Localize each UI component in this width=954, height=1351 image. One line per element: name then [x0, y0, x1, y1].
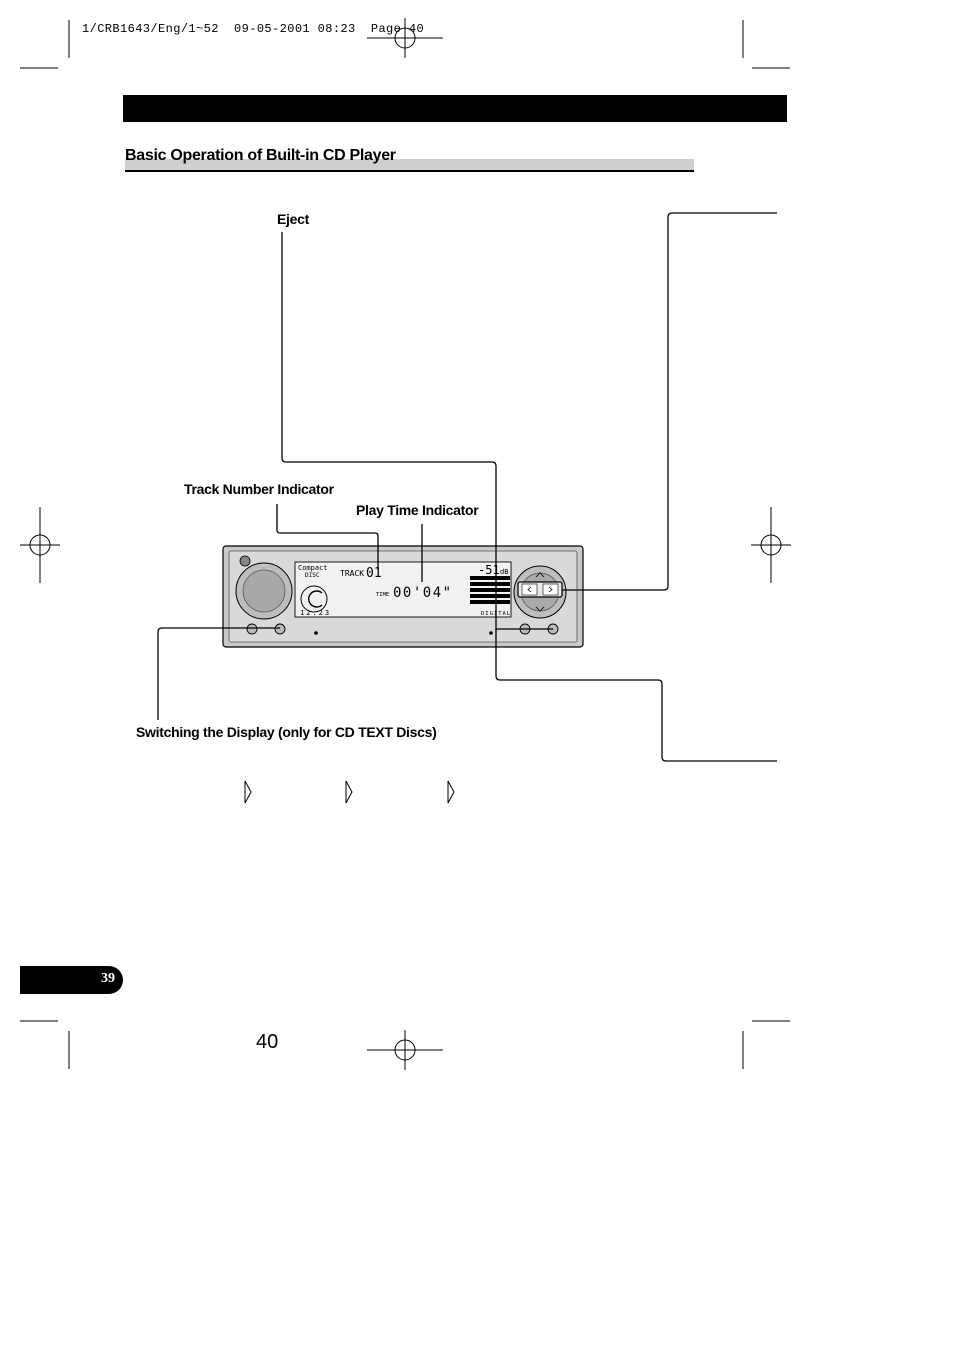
folio-number: 40 — [256, 1031, 279, 1053]
switching-display-label: Switching the Display (only for CD TEXT … — [136, 724, 437, 740]
leader-lines — [157, 212, 777, 762]
title-underline-shade — [125, 159, 694, 170]
display-sequence-arrows — [244, 780, 455, 804]
title-underline-rule — [125, 170, 694, 172]
page-tab-number: 39 — [101, 971, 115, 986]
small-knob-icon — [239, 555, 251, 567]
lcd-track-label: TRACK — [340, 569, 364, 578]
level-meter — [470, 576, 510, 604]
track-back-icon — [527, 586, 532, 593]
lcd-level-value: -51 — [478, 563, 500, 577]
section-title: Basic Operation of Built-in CD Player — [125, 147, 396, 164]
header-bar — [123, 95, 787, 122]
lcd-clock-label: 12:23 — [300, 609, 331, 617]
track-number-leader — [276, 504, 379, 570]
lcd-level-unit: dB — [500, 568, 508, 576]
page-number-tab: 39 — [20, 966, 123, 994]
registration-target-left — [20, 507, 60, 583]
eject-label: Eject — [277, 211, 309, 227]
button-left-1-icon — [246, 623, 258, 635]
display-button-icon — [274, 623, 286, 635]
cd-player-panel — [222, 545, 584, 648]
lcd-brand-line1: Compact — [298, 564, 328, 572]
disc-icon — [300, 585, 328, 613]
lcd-brand-line2: DISC — [305, 572, 320, 579]
lcd-time-value: 00'04" — [393, 585, 453, 601]
switching-display-leader — [157, 627, 280, 720]
sequence-arrow-2-icon — [345, 780, 353, 804]
registration-target-right — [751, 507, 791, 583]
track-number-indicator-label: Track Number Indicator — [184, 481, 334, 497]
lcd-track-value: 01 — [366, 566, 382, 581]
track-select-leader — [562, 212, 777, 591]
track-forward-icon — [548, 586, 553, 593]
eject-leader — [281, 232, 553, 630]
registration-target-bottom — [367, 1030, 443, 1070]
volume-dial-icon — [242, 569, 286, 613]
printer-slug: 1/CRB1643/Eng/1~52 09-05-2001 08:23 Page… — [82, 22, 425, 36]
lcd-time-label: TIME — [376, 592, 389, 598]
crop-marks — [20, 20, 790, 1069]
sequence-arrow-3-icon — [447, 780, 455, 804]
play-time-indicator-label: Play Time Indicator — [356, 502, 479, 518]
registration-target-top — [367, 18, 443, 58]
sequence-arrow-1-icon — [244, 780, 252, 804]
lower-right-leader — [495, 629, 777, 762]
